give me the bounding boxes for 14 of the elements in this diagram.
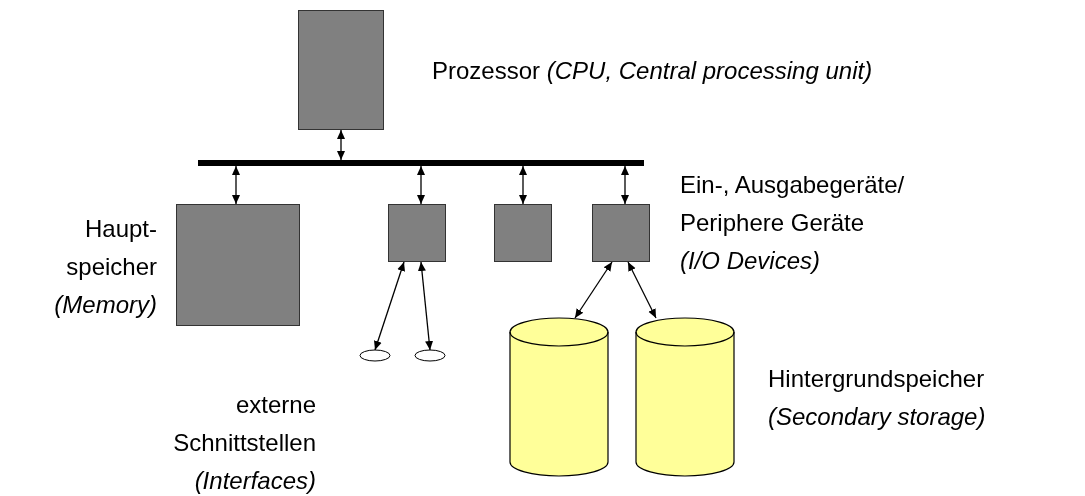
double-arrow — [232, 165, 240, 205]
interface-label: externe Schnittstellen (Interfaces) — [172, 390, 316, 496]
double-arrow — [337, 129, 345, 161]
double-arrow — [417, 165, 425, 205]
node-label: Ein-, Ausgabegeräte/ Periphere Geräte (I/O Devices) — [680, 170, 906, 276]
node-label: Hintergrundspeicher (Secondary storage) — [768, 364, 987, 432]
double-arrow — [519, 165, 527, 205]
double-arrow — [417, 261, 434, 351]
double-arrow — [374, 261, 405, 351]
double-arrow — [574, 261, 613, 319]
double-arrow — [621, 165, 629, 205]
double-arrow — [627, 261, 657, 319]
node-label: Prozessor (CPU, Central processing unit) — [432, 56, 874, 86]
node-label: Haupt- speicher (Memory) — [53, 214, 157, 320]
